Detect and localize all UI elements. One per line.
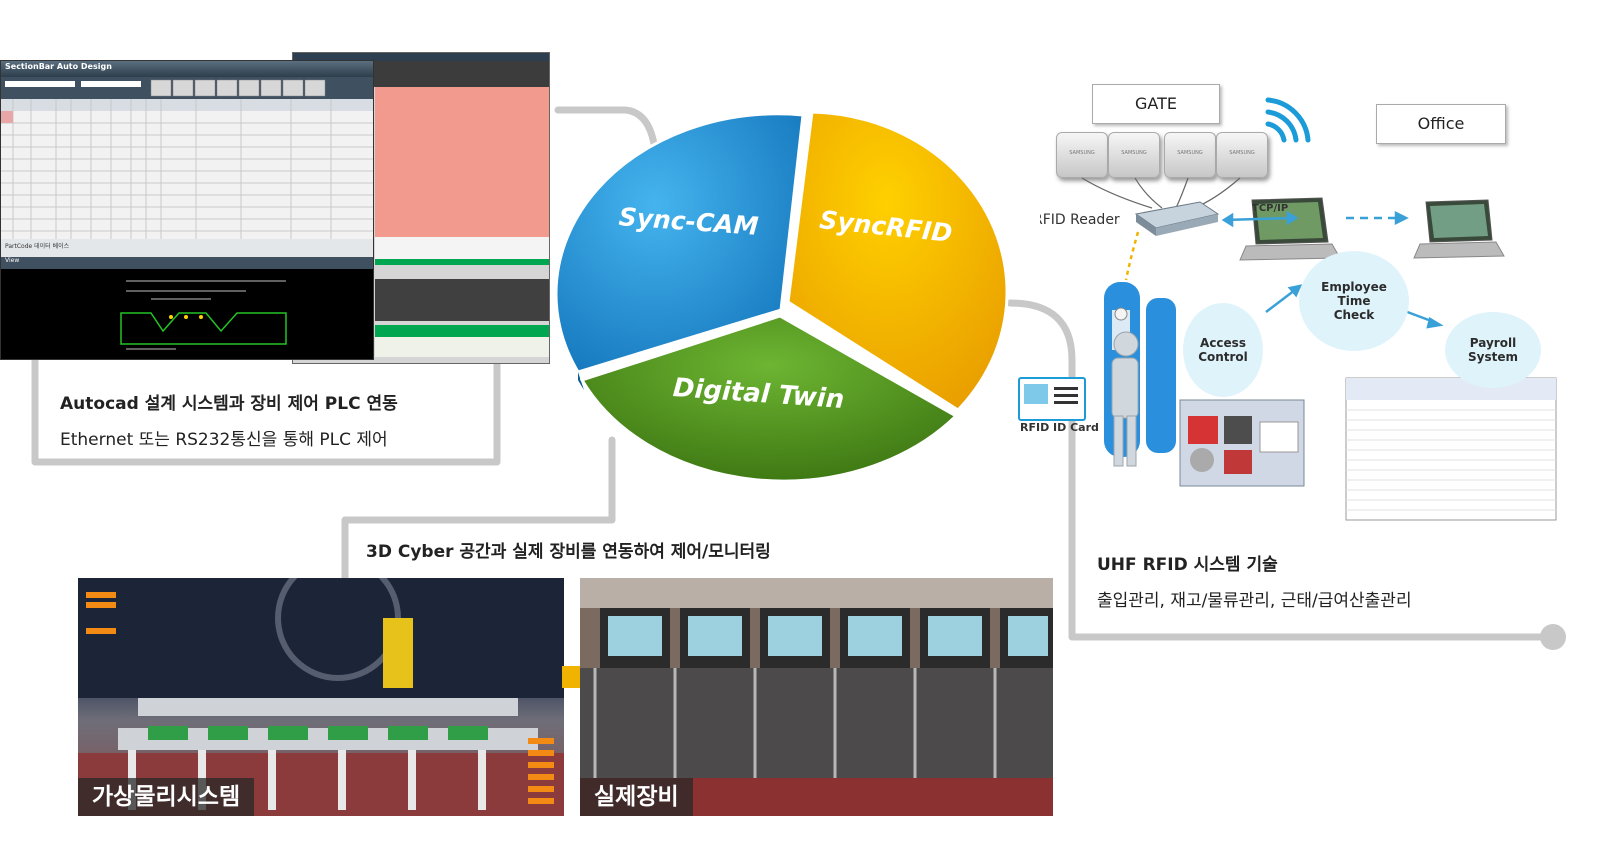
cad-data-grid <box>1 99 373 239</box>
office-label: Office <box>1417 114 1465 133</box>
real-equipment-label: 실제장비 <box>580 778 693 816</box>
cad-caption-subtitle: Ethernet 또는 RS232통신을 통해 PLC 제어 <box>60 430 388 450</box>
rfid-antenna-4: SAMSUNG <box>1216 132 1268 178</box>
access-control-bubble: Access Control <box>1183 303 1263 397</box>
virtual-system-image: 가상물리시스템 <box>78 578 564 816</box>
photo-link-arrow <box>562 666 584 688</box>
access-control-label: Access Control <box>1198 336 1248 364</box>
twin-caption-title: 3D Cyber 공간과 실제 장비를 연동하여 제어/모니터링 <box>366 542 771 562</box>
cad-window-title: SectionBar Auto Design <box>1 61 373 77</box>
employee-time-check-bubble: Employee Time Check <box>1299 251 1409 351</box>
office-box: Office <box>1376 104 1506 144</box>
payroll-system-bubble: Payroll System <box>1445 312 1541 388</box>
rfid-id-card-icon <box>1018 377 1086 421</box>
rfid-reader-label: RFID Reader <box>1040 212 1120 228</box>
cad-toolbar <box>1 77 373 99</box>
spreadsheet-icon <box>1345 377 1557 521</box>
autocad-design-screenshot: SectionBar Auto Design <box>0 60 374 360</box>
laptop-icon-2 <box>1413 199 1505 259</box>
cad-drawing-view <box>1 269 373 359</box>
rfid-id-card-label: RFID ID Card <box>1020 421 1099 434</box>
employee-time-check-label: Employee Time Check <box>1321 280 1387 322</box>
rfid-antenna-2: SAMSUNG <box>1108 132 1160 178</box>
pie-segment-digital-twin <box>579 314 959 483</box>
rfid-caption-subtitle: 출입관리, 재고/물류관리, 근태/급여산출관리 <box>1097 591 1412 611</box>
virtual-system-label: 가상물리시스템 <box>78 778 255 816</box>
cad-caption-title: Autocad 설계 시스템과 장비 제어 PLC 연동 <box>60 394 398 414</box>
pie-chart: Sync-CAM SyncRFID Digital Twin <box>554 110 1009 483</box>
rfid-caption-title: UHF RFID 시스템 기술 <box>1097 555 1278 575</box>
rfid-network-diagram: RFID Reader TCP/IP <box>1040 97 1557 521</box>
pie-segment-syncrfid <box>786 110 1009 412</box>
cad-footer: PartCode 데이터 베이스 <box>1 239 373 257</box>
person-icon <box>1111 331 1139 467</box>
pie-segment-sync-cam <box>554 112 805 374</box>
wifi-icon <box>1265 97 1311 143</box>
real-equipment-image: 실제장비 <box>580 578 1053 816</box>
rfid-antenna-1: SAMSUNG <box>1056 132 1108 178</box>
cad-view-title: View <box>1 257 373 269</box>
attendance-panel <box>1179 399 1305 487</box>
tcpip-label: TCP/IP <box>1252 203 1288 214</box>
gate-label: GATE <box>1135 94 1177 113</box>
rfid-antenna-3: SAMSUNG <box>1164 132 1216 178</box>
rfid-reader-device <box>1134 201 1220 236</box>
gate-box: GATE <box>1092 84 1220 124</box>
payroll-system-label: Payroll System <box>1468 336 1518 364</box>
